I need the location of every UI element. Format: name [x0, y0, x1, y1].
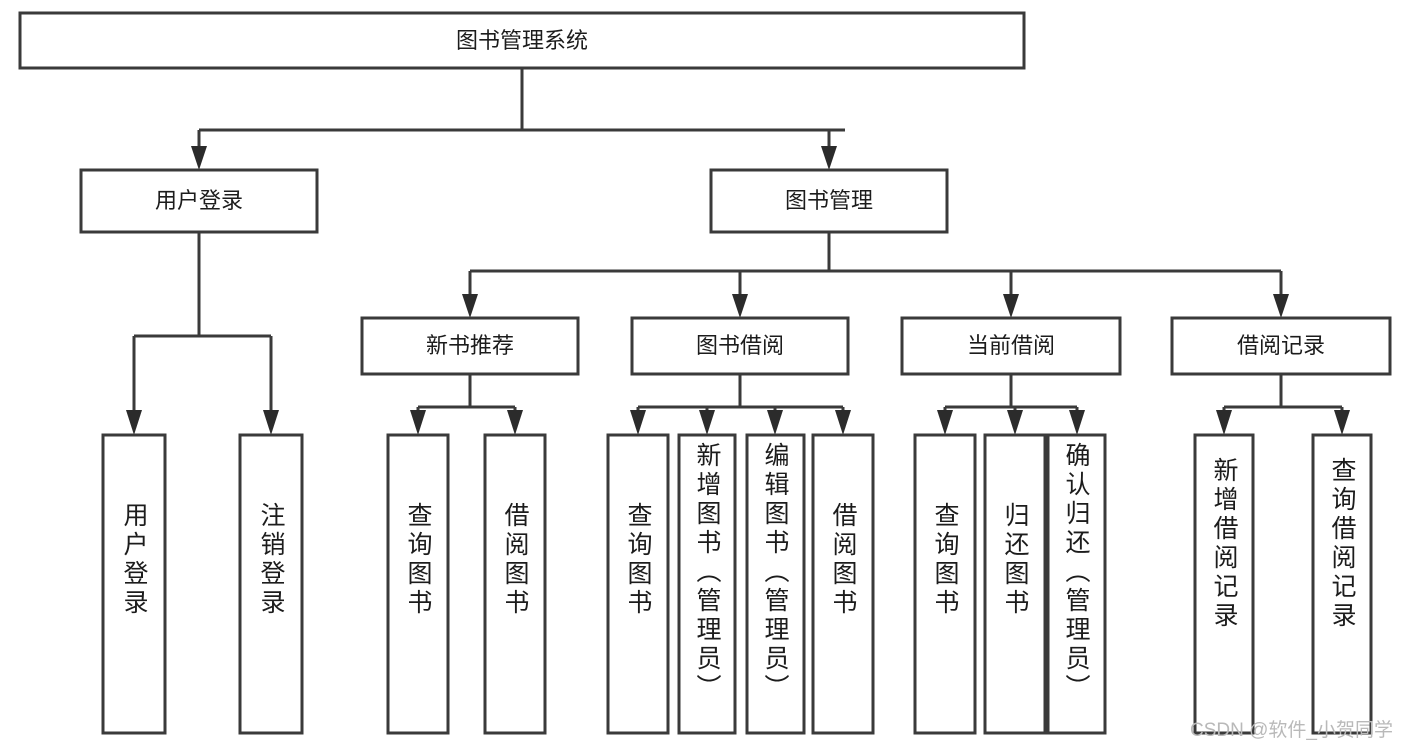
node-root-label: 图书管理系统 — [456, 28, 588, 53]
arrow-head-leaf-edit-book — [767, 410, 783, 435]
node-leaf-confirm-return-box[interactable] — [1046, 433, 1107, 735]
arrow-head-leaf-add-book — [699, 410, 715, 435]
arrow-head-book-borrow — [732, 294, 748, 318]
node-new-book-recommend-box[interactable] — [360, 316, 580, 376]
node-leaf-add-borrow-record-box[interactable] — [1193, 433, 1255, 735]
arrow-head-leaf-query-borrow-record — [1334, 410, 1350, 435]
arrow-head-leaf-add-borrow-record — [1216, 410, 1232, 435]
arrow-head-user-login — [191, 146, 207, 170]
arrow-head-leaf-query-book-borrow — [630, 410, 646, 435]
arrow-head-leaf-borrow-book — [835, 410, 851, 435]
node-leaf-borrow-book-box[interactable] — [811, 433, 875, 735]
arrow-head-leaf-query-book-current — [937, 410, 953, 435]
arrow-head-new-book-recommend — [462, 294, 478, 318]
node-leaf-query-book-borrow-box[interactable] — [606, 433, 670, 735]
arrow-head-leaf-borrow-book-recommend — [507, 410, 523, 435]
node-root[interactable]: 图书管理系统 — [18, 11, 1026, 70]
node-borrow-record[interactable]: 借阅记录 — [1170, 316, 1392, 376]
node-leaf-query-book-current-box[interactable] — [913, 433, 977, 735]
node-leaf-edit-book-box[interactable] — [745, 433, 806, 735]
node-leaf-query-borrow-record-box[interactable] — [1311, 433, 1373, 735]
node-root-box[interactable] — [18, 11, 1026, 70]
node-book-borrow[interactable]: 图书借阅 — [630, 316, 850, 376]
node-leaf-return-book-box[interactable] — [983, 433, 1047, 735]
arrow-head-leaf-confirm-return — [1069, 410, 1085, 435]
node-user-login[interactable]: 用户登录 — [79, 168, 319, 234]
arrow-head-current-borrow — [1003, 294, 1019, 318]
node-new-book-recommend-label: 新书推荐 — [426, 333, 514, 358]
node-borrow-record-box[interactable] — [1170, 316, 1392, 376]
node-current-borrow[interactable]: 当前借阅 — [900, 316, 1122, 376]
node-book-management-box[interactable] — [709, 168, 949, 234]
node-leaf-query-book-recommend-box[interactable] — [386, 433, 450, 735]
node-book-management[interactable]: 图书管理 — [709, 168, 949, 234]
node-user-login-box[interactable] — [79, 168, 319, 234]
node-leaf-add-book-box[interactable] — [677, 433, 737, 735]
arrow-head-leaf-logout — [263, 410, 279, 435]
node-leaf-borrow-book-recommend-box[interactable] — [483, 433, 547, 735]
node-leaf-user-login-box[interactable] — [101, 433, 167, 735]
node-borrow-record-label: 借阅记录 — [1237, 333, 1325, 358]
arrow-head-borrow-record — [1273, 294, 1289, 318]
node-leaf-logout-box[interactable] — [238, 433, 304, 735]
arrow-head-leaf-return-book — [1007, 410, 1023, 435]
node-current-borrow-label: 当前借阅 — [967, 333, 1055, 358]
arrow-head-book-management — [821, 146, 837, 170]
connector-layer — [126, 68, 1350, 435]
arrow-head-leaf-user-login — [126, 410, 142, 435]
leaf-box-layer — [101, 433, 1373, 735]
csdn-watermark: CSDN @软件_小贺同学 — [1190, 720, 1393, 741]
node-book-borrow-box[interactable] — [630, 316, 850, 376]
node-user-login-label: 用户登录 — [155, 188, 243, 213]
node-book-management-label: 图书管理 — [785, 188, 873, 213]
node-book-borrow-label: 图书借阅 — [696, 333, 784, 358]
node-current-borrow-box[interactable] — [900, 316, 1122, 376]
arrow-head-leaf-query-book-recommend — [410, 410, 426, 435]
node-new-book-recommend[interactable]: 新书推荐 — [360, 316, 580, 376]
